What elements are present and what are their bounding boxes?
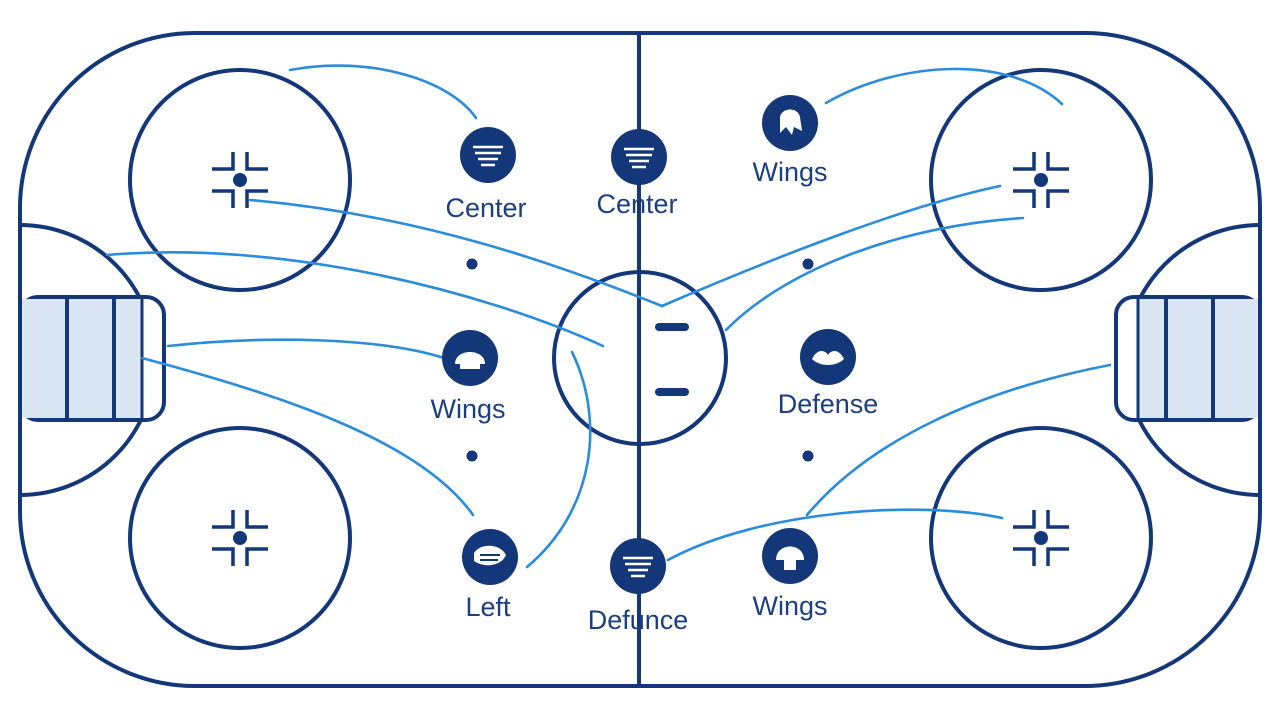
route-line xyxy=(824,67,1064,106)
route-line xyxy=(105,251,605,348)
position-label: Wings xyxy=(430,394,505,424)
route-line xyxy=(288,64,478,120)
center-dash-mark xyxy=(655,388,689,396)
route-line xyxy=(525,350,592,569)
position-label: Wings xyxy=(752,157,827,187)
route-line xyxy=(660,184,1002,308)
faceoff-dot xyxy=(802,450,814,462)
position-defunce-bottom: Defunce xyxy=(588,538,689,635)
faceoff-circle-top-left xyxy=(128,68,352,292)
stacked-lines-icon xyxy=(460,127,516,183)
route-lines xyxy=(105,64,1112,569)
faceoff-circle-bottom-right xyxy=(929,426,1153,650)
faceoff-crosshair-icon xyxy=(1011,508,1071,568)
right-goal-crease xyxy=(1114,223,1262,497)
position-center-mid: Center xyxy=(596,129,678,219)
position-label: Center xyxy=(596,189,677,219)
faceoff-dot xyxy=(466,258,478,270)
faceoff-crosshair-icon xyxy=(1011,150,1071,210)
position-wings-top-right: Wings xyxy=(752,95,828,187)
center-faceoff-circle xyxy=(552,270,728,446)
faceoff-dot xyxy=(802,258,814,270)
faceoff-crosshair-icon xyxy=(210,508,270,568)
position-label: Defense xyxy=(778,389,879,419)
position-label: Left xyxy=(465,592,511,622)
faceoff-dot xyxy=(466,450,478,462)
faceoff-circle-top-right xyxy=(929,68,1153,292)
stacked-lines-icon xyxy=(611,129,667,185)
position-label: Wings xyxy=(752,591,827,621)
position-defense-right: Defense xyxy=(778,329,879,419)
position-label: Defunce xyxy=(588,605,689,635)
position-center-left: Center xyxy=(445,127,527,223)
route-line xyxy=(666,508,1004,562)
route-line xyxy=(166,338,446,360)
position-wings-bottom-right: Wings xyxy=(752,528,828,621)
stacked-lines-icon xyxy=(610,538,666,594)
position-wings-left: Wings xyxy=(430,330,506,424)
left-goal-crease xyxy=(18,223,166,497)
center-dash-mark xyxy=(655,323,689,331)
route-line xyxy=(724,216,1025,332)
route-line xyxy=(248,198,664,308)
faceoff-circle-bottom-left xyxy=(128,426,352,650)
position-label: Center xyxy=(445,193,526,223)
route-line xyxy=(805,363,1112,517)
position-left-bottom: Left xyxy=(462,529,518,622)
route-line xyxy=(140,356,475,517)
